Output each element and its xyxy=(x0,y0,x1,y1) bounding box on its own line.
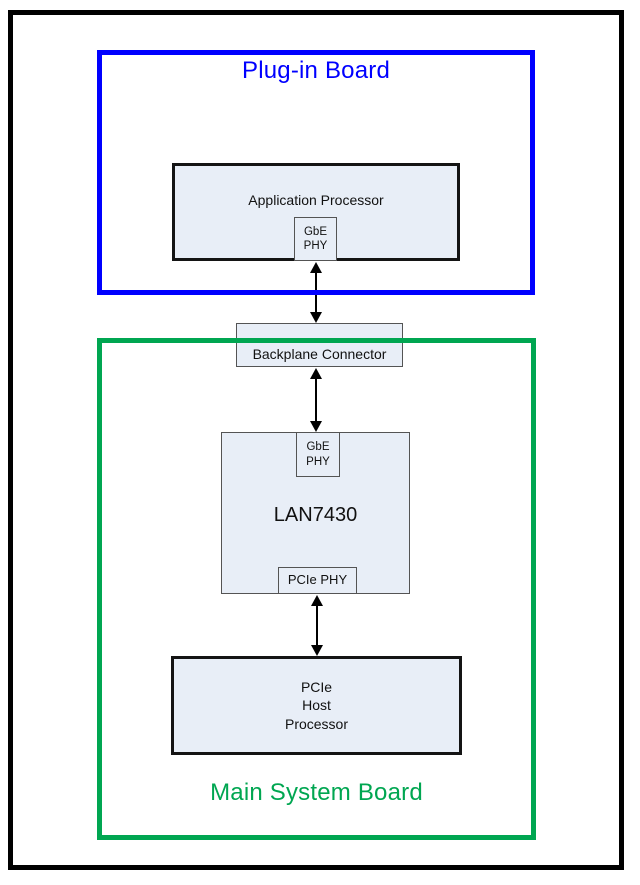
pcie-phy-label: PCIe PHY xyxy=(287,572,348,588)
plug-in-board-title: Plug-in Board xyxy=(241,57,391,84)
arrowhead-up-icon xyxy=(310,262,322,273)
lan-gbe-phy-label: GbE PHY xyxy=(306,441,330,468)
arrow-shaft xyxy=(315,271,317,314)
backplane-connector-label: Backplane Connector xyxy=(252,346,387,362)
outer-border xyxy=(8,10,624,870)
arrow-shaft xyxy=(316,604,318,647)
main-system-board-title: Main System Board xyxy=(210,779,423,806)
arrowhead-down-icon xyxy=(310,312,322,323)
arrow-shaft xyxy=(315,377,317,423)
arrowhead-up-icon xyxy=(311,595,323,606)
arrow-lan7430-to-host xyxy=(310,595,324,656)
arrow-backplane-to-lan7430 xyxy=(309,368,323,432)
arrowhead-up-icon xyxy=(310,368,322,379)
application-processor-label: Application Processor xyxy=(248,192,384,208)
arrowhead-down-icon xyxy=(310,421,322,432)
app-gbe-phy-box: GbE PHY xyxy=(294,217,337,261)
backplane-connector-box: Backplane Connector xyxy=(236,323,403,367)
app-gbe-phy-label: GbE PHY xyxy=(303,225,328,252)
arrowhead-down-icon xyxy=(311,645,323,656)
pcie-phy-box: PCIe PHY xyxy=(278,567,357,594)
lan-gbe-phy-box: GbE PHY xyxy=(296,432,340,477)
pcie-host-processor-label: PCIe Host Processor xyxy=(284,679,349,732)
lan7430-label: LAN7430 xyxy=(273,504,358,526)
arrow-app-to-backplane xyxy=(309,262,323,323)
pcie-host-processor-box: PCIe Host Processor xyxy=(171,656,462,755)
